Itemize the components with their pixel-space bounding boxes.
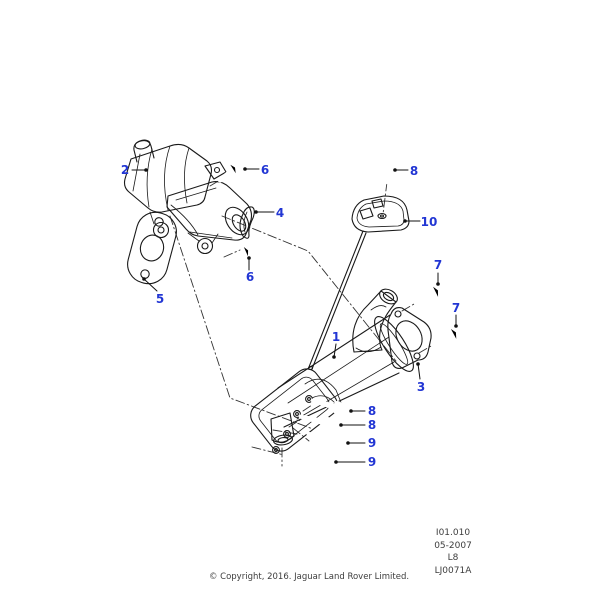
- callout-8-top[interactable]: 8: [393, 164, 418, 178]
- callout-6-lower[interactable]: 6: [246, 256, 254, 284]
- callout-10[interactable]: 10: [403, 215, 437, 229]
- svg-text:10: 10: [421, 215, 438, 229]
- callout-7-lower[interactable]: 7: [452, 301, 460, 328]
- svg-text:3: 3: [417, 380, 425, 394]
- callout-9a[interactable]: 9: [346, 436, 376, 450]
- figure-info-block: I01.010 05-2007 L8 LJ0071A: [408, 527, 498, 577]
- svg-text:6: 6: [246, 270, 254, 284]
- bolt-9b[interactable]: [291, 445, 334, 470]
- callout-8b[interactable]: 8: [339, 418, 376, 432]
- screw-7b[interactable]: [431, 322, 467, 354]
- callout-7-upper[interactable]: 7: [434, 258, 442, 286]
- clip-seal[interactable]: [239, 206, 255, 239]
- callout-2[interactable]: 2: [121, 163, 148, 177]
- svg-text:9: 9: [368, 436, 376, 450]
- valve-gasket[interactable]: [123, 208, 180, 288]
- svg-text:9: 9: [368, 455, 376, 469]
- screw-6a[interactable]: [214, 158, 245, 188]
- cooler-tube: [277, 314, 414, 428]
- svg-text:7: 7: [434, 258, 442, 272]
- bolt-8-top[interactable]: [381, 154, 393, 185]
- callouts: 2 6 4 6 5 1 8: [121, 163, 460, 469]
- egr-cooler[interactable]: [246, 286, 420, 456]
- figure-number: I01.010: [435, 528, 471, 538]
- mounting-bracket[interactable]: [351, 195, 410, 233]
- callout-3[interactable]: 3: [416, 362, 425, 394]
- egr-valve[interactable]: [123, 139, 254, 255]
- callout-1[interactable]: 1: [332, 330, 340, 359]
- callout-8a[interactable]: 8: [349, 404, 376, 418]
- svg-text:4: 4: [276, 206, 284, 220]
- copyright-notice: © Copyright, 2016. Jaguar Land Rover Lim…: [208, 572, 410, 582]
- screw-6b[interactable]: [226, 242, 258, 269]
- svg-text:8: 8: [368, 404, 376, 418]
- bolt-8b[interactable]: [296, 409, 336, 431]
- bolt-9a[interactable]: [304, 426, 347, 451]
- assembly-axis-lines: [169, 176, 432, 467]
- callout-4[interactable]: 4: [254, 206, 284, 220]
- svg-text:6: 6: [261, 163, 269, 177]
- callout-9b[interactable]: 9: [334, 455, 376, 469]
- callout-5[interactable]: 5: [142, 277, 164, 306]
- cooler-gasket[interactable]: [387, 307, 432, 369]
- svg-text:1: 1: [332, 330, 340, 344]
- callout-6-upper[interactable]: 6: [243, 163, 269, 177]
- figure-date: 05-2007: [434, 540, 472, 551]
- svg-text:8: 8: [410, 164, 418, 178]
- figure-code: L8: [447, 553, 459, 563]
- elbow-pipe: [352, 288, 398, 353]
- figure-drawing-id: LJ0071A: [434, 565, 472, 576]
- drain-spout: [270, 412, 295, 446]
- svg-text:2: 2: [121, 163, 129, 177]
- svg-text:7: 7: [452, 301, 460, 315]
- svg-text:8: 8: [368, 418, 376, 432]
- screw-7a[interactable]: [413, 280, 449, 311]
- svg-text:5: 5: [156, 292, 164, 306]
